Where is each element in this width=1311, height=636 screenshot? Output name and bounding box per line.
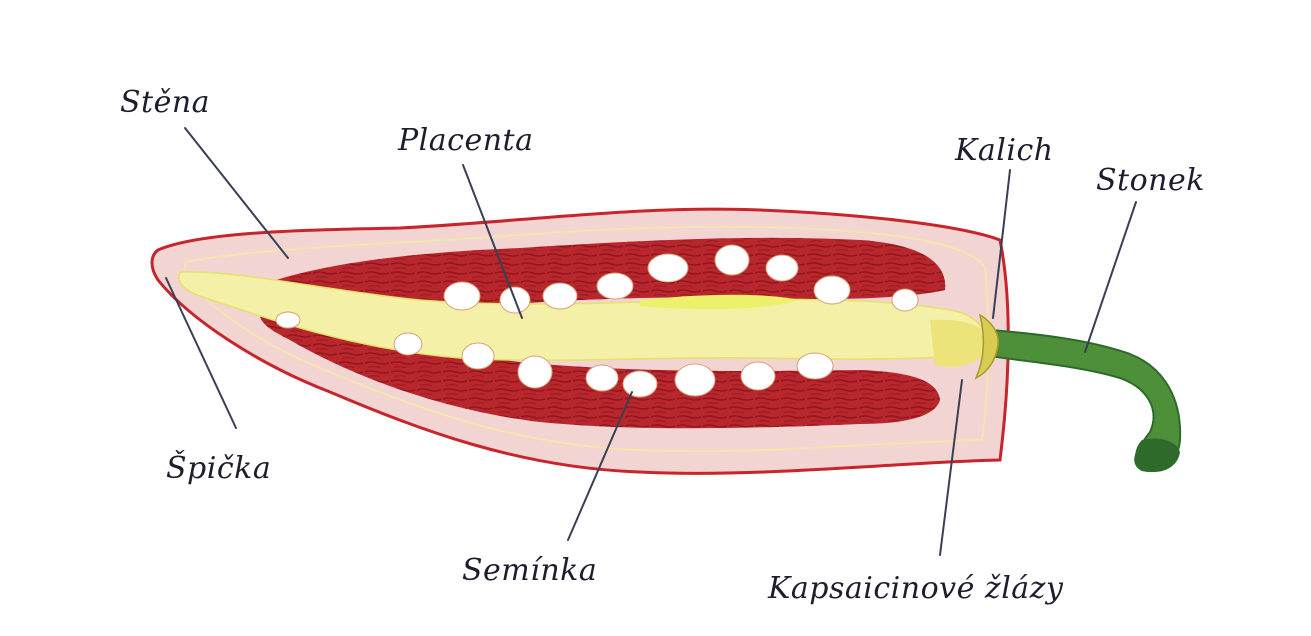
label-stena: Stěna bbox=[120, 85, 210, 120]
seed bbox=[597, 273, 633, 299]
seed bbox=[543, 283, 577, 309]
seed bbox=[444, 282, 480, 310]
label-kapsaicinove-zlazy: Kapsaicinové žlázy bbox=[767, 571, 1064, 606]
seed bbox=[797, 353, 833, 379]
seed bbox=[518, 356, 552, 388]
seed bbox=[276, 312, 300, 328]
label-placenta: Placenta bbox=[397, 123, 533, 158]
seed bbox=[462, 343, 494, 369]
seed bbox=[741, 362, 775, 390]
leader-stonek bbox=[1085, 202, 1136, 352]
seed bbox=[586, 365, 618, 391]
seed bbox=[394, 333, 422, 355]
seed bbox=[675, 364, 715, 396]
seed bbox=[715, 245, 749, 275]
seed bbox=[623, 371, 657, 397]
seed bbox=[648, 254, 688, 282]
seed bbox=[814, 276, 850, 304]
seed bbox=[892, 289, 918, 311]
label-spicka: Špička bbox=[166, 450, 271, 486]
label-stonek: Stonek bbox=[1096, 163, 1205, 198]
seed bbox=[766, 255, 798, 281]
label-kalich: Kalich bbox=[954, 133, 1054, 168]
label-seminka: Semínka bbox=[462, 553, 597, 588]
stem-tip bbox=[1135, 439, 1180, 472]
